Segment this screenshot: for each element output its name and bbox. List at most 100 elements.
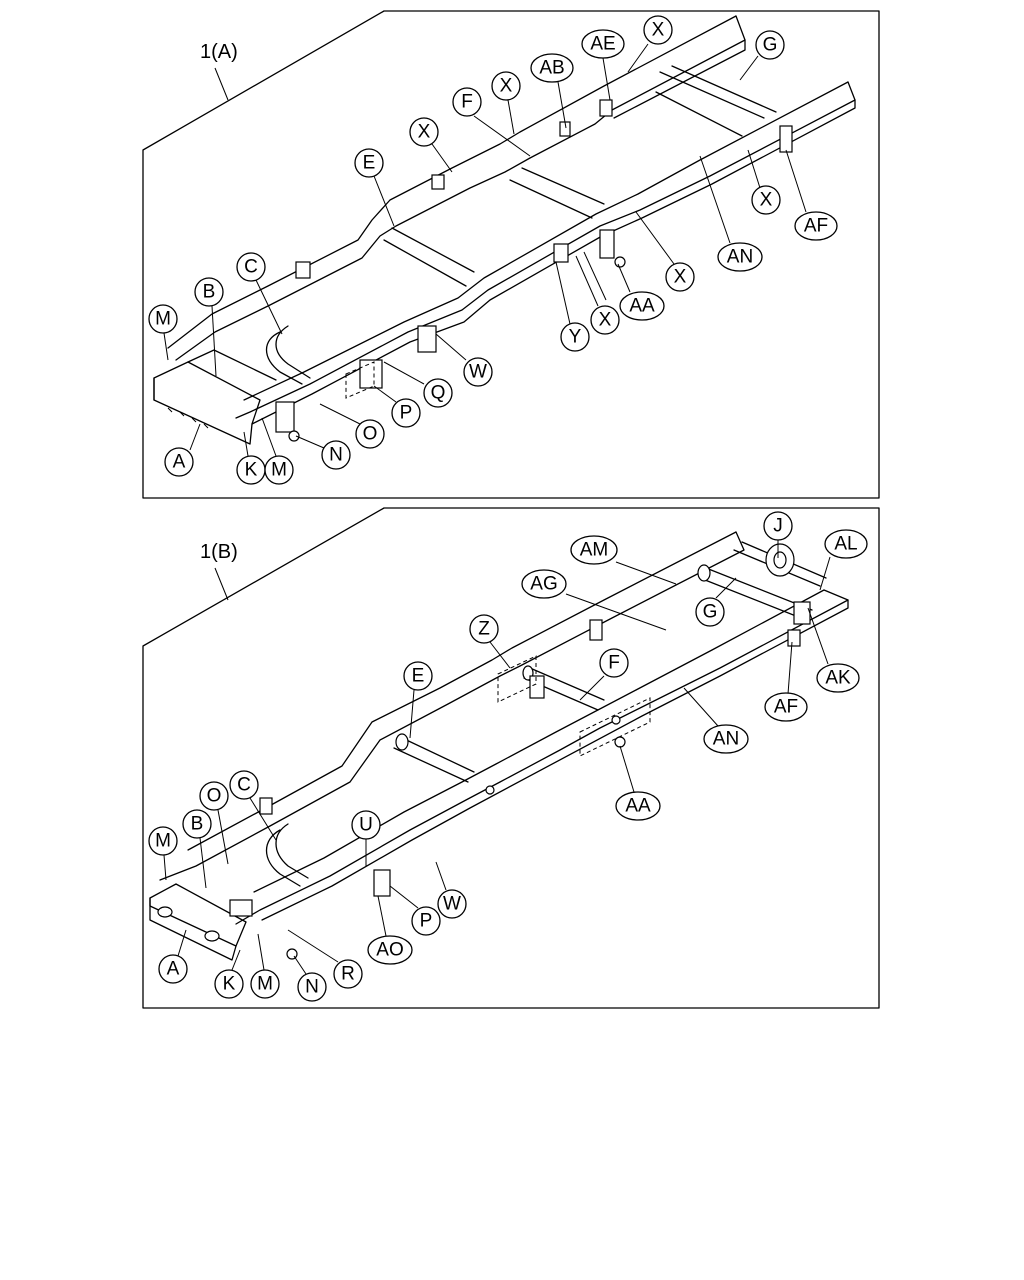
svg-text:E: E: [363, 153, 376, 174]
svg-text:AM: AM: [580, 540, 609, 561]
svg-text:P: P: [400, 403, 413, 424]
callout-a-x7: [583, 251, 607, 301]
svg-text:Z: Z: [478, 619, 490, 640]
svg-text:C: C: [244, 257, 258, 278]
svg-text:K: K: [223, 974, 236, 995]
svg-text:X: X: [418, 122, 431, 143]
frame-b-drawing: [149, 531, 849, 961]
svg-text:Y: Y: [569, 327, 582, 348]
callout-b-k: K: [214, 949, 244, 999]
svg-text:C: C: [237, 775, 251, 796]
callout-a-ab: AB: [530, 53, 574, 129]
svg-text:AF: AF: [774, 697, 798, 718]
callout-b-ao: AO: [367, 895, 413, 965]
callout-a-x4: X: [747, 149, 781, 215]
callout-b-aa: AA: [615, 745, 661, 821]
panel-a-callouts: X AE X G AB X: [148, 15, 838, 485]
callout-b-am: AM: [570, 535, 677, 585]
svg-text:A: A: [167, 959, 180, 980]
svg-text:AN: AN: [713, 729, 739, 750]
callout-b-p: P: [389, 885, 441, 936]
svg-text:M: M: [257, 974, 273, 995]
callout-b-b: B: [182, 809, 212, 889]
panel-b: 1(B): [142, 507, 880, 1009]
callout-a-y: Y: [555, 261, 590, 352]
svg-text:G: G: [703, 602, 718, 623]
panel-b-title: 1(B): [200, 541, 238, 563]
callout-a-p: P: [373, 385, 421, 428]
callout-a-w: W: [435, 333, 493, 387]
svg-text:W: W: [469, 362, 487, 383]
panel-a-callouts-extra: [583, 251, 607, 301]
callout-a-x1: X: [627, 15, 673, 73]
svg-text:R: R: [341, 964, 355, 985]
callout-a-aa: AA: [617, 263, 665, 321]
svg-text:F: F: [461, 92, 473, 113]
callout-a-k: K: [236, 431, 266, 485]
callout-b-u: U: [351, 810, 381, 866]
svg-text:G: G: [763, 35, 778, 56]
callout-b-n: N: [293, 955, 327, 1002]
svg-text:AG: AG: [530, 574, 557, 595]
svg-text:N: N: [329, 445, 343, 466]
svg-text:X: X: [599, 310, 612, 331]
callout-b-af: AF: [764, 641, 808, 722]
svg-text:X: X: [500, 76, 513, 97]
callout-b-g: G: [695, 577, 737, 627]
callout-b-ag: AG: [521, 569, 667, 631]
callout-a-a: A: [164, 423, 201, 477]
panel-a-border: [142, 10, 880, 499]
svg-text:O: O: [363, 424, 378, 445]
callout-b-w: W: [435, 861, 467, 919]
callout-b-z: Z: [469, 614, 511, 669]
callout-b-r: R: [287, 929, 363, 989]
svg-text:AA: AA: [629, 296, 655, 317]
callout-a-x5: X: [635, 211, 695, 292]
svg-text:AO: AO: [376, 940, 403, 961]
callout-a-o: O: [319, 403, 385, 449]
panel-a: 1(A): [142, 10, 880, 499]
callout-a-b: B: [194, 277, 224, 377]
callout-a-x6: X: [575, 255, 620, 335]
callout-a-f: F: [452, 87, 531, 157]
callout-b-m2: M: [250, 933, 280, 999]
callout-a-g: G: [739, 30, 785, 81]
svg-text:AL: AL: [834, 534, 857, 555]
svg-text:U: U: [359, 815, 373, 836]
svg-text:F: F: [608, 653, 620, 674]
panel-b-border: [142, 507, 880, 1009]
panel-b-title-leader: [214, 567, 229, 601]
svg-text:AN: AN: [727, 247, 753, 268]
panel-a-title-leader: [214, 67, 229, 101]
svg-text:N: N: [305, 977, 319, 998]
callout-b-a: A: [158, 929, 188, 984]
callout-a-af: AF: [785, 149, 838, 241]
svg-text:P: P: [420, 911, 433, 932]
callout-b-c: C: [229, 770, 277, 841]
svg-text:X: X: [674, 267, 687, 288]
svg-text:X: X: [760, 190, 773, 211]
callout-b-al: AL: [819, 529, 868, 591]
svg-text:X: X: [652, 20, 665, 41]
svg-text:AE: AE: [590, 34, 615, 55]
callout-a-m2: M: [261, 417, 294, 485]
callout-a-q: Q: [383, 361, 453, 408]
callout-b-f: F: [579, 648, 629, 701]
svg-text:M: M: [155, 831, 171, 852]
svg-text:A: A: [173, 452, 186, 473]
panel-a-title: 1(A): [200, 41, 238, 63]
svg-text:W: W: [443, 894, 461, 915]
svg-text:AB: AB: [539, 58, 564, 79]
svg-text:K: K: [245, 460, 258, 481]
svg-text:AK: AK: [825, 668, 851, 689]
callout-b-ak: AK: [807, 607, 860, 693]
callout-a-c: C: [236, 252, 283, 335]
callout-a-e: E: [354, 148, 395, 227]
svg-text:O: O: [207, 786, 222, 807]
panel-b-callouts: J AL AM AG G Z: [148, 511, 868, 1002]
callout-a-an: AN: [699, 155, 763, 272]
svg-text:J: J: [773, 516, 783, 537]
callout-a-m1: M: [148, 304, 178, 361]
svg-text:AA: AA: [625, 796, 651, 817]
